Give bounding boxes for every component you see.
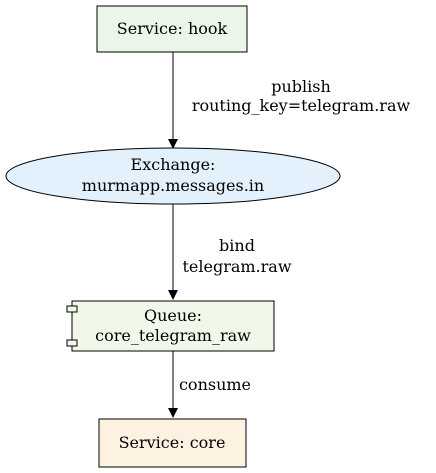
service-hook-node[interactable]: Service: hook [96,5,248,53]
component-tab-bottom-icon [66,339,78,347]
consume-edge: consume [168,351,251,418]
service-core-node[interactable]: Service: core [98,418,247,468]
exchange-node[interactable]: Exchange: murmapp.messages.in [5,147,341,205]
queue-name-label: core_telegram_raw [95,326,251,345]
exchange-type-label: Exchange: [131,155,216,174]
component-tab-top-icon [66,305,78,313]
bind-key-label: telegram.raw [182,257,291,276]
publish-label: publish [271,77,331,96]
exchange-name-label: murmapp.messages.in [82,176,264,195]
publish-edge: publish routing_key=telegram.raw [168,52,411,149]
consume-label: consume [179,375,251,394]
queue-node[interactable]: Queue: core_telegram_raw [66,300,275,352]
service-core-label: Service: core [119,433,226,452]
routing-key-label: routing_key=telegram.raw [192,96,411,115]
bind-label: bind [219,236,255,255]
service-hook-label: Service: hook [117,19,228,38]
bind-edge: bind telegram.raw [168,204,292,300]
queue-type-label: Queue: [144,306,202,325]
